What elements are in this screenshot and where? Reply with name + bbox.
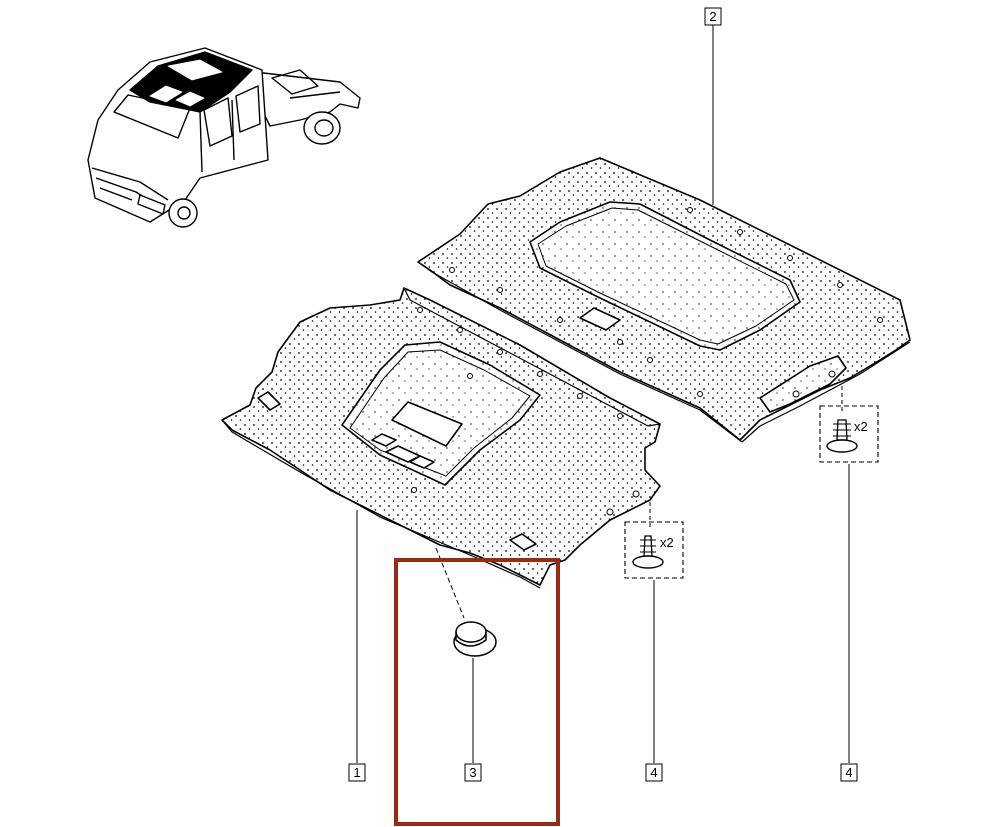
part-4-clip-left xyxy=(624,502,684,579)
qty-label-right: x2 xyxy=(854,419,868,434)
callout-2-label: 2 xyxy=(709,9,716,24)
qty-label-left: x2 xyxy=(660,535,674,550)
callout-3: 3 xyxy=(464,763,482,782)
callout-3-label: 3 xyxy=(469,765,476,780)
callout-2: 2 xyxy=(704,7,722,26)
leader-lines xyxy=(356,25,850,763)
highlight-frame xyxy=(394,558,560,826)
callout-4-left: 4 xyxy=(645,763,663,782)
part-3-cap xyxy=(435,547,497,657)
part-4-clip-right xyxy=(819,386,879,463)
part-2-rear-headliner xyxy=(417,157,911,443)
part-1-front-headliner xyxy=(221,287,661,589)
vehicle-thumbnail xyxy=(87,47,361,228)
callout-1-label: 1 xyxy=(353,765,360,780)
callout-4-left-label: 4 xyxy=(650,765,657,780)
callout-1: 1 xyxy=(348,763,366,782)
callout-4-right: 4 xyxy=(840,763,858,782)
callout-4-right-label: 4 xyxy=(845,765,852,780)
